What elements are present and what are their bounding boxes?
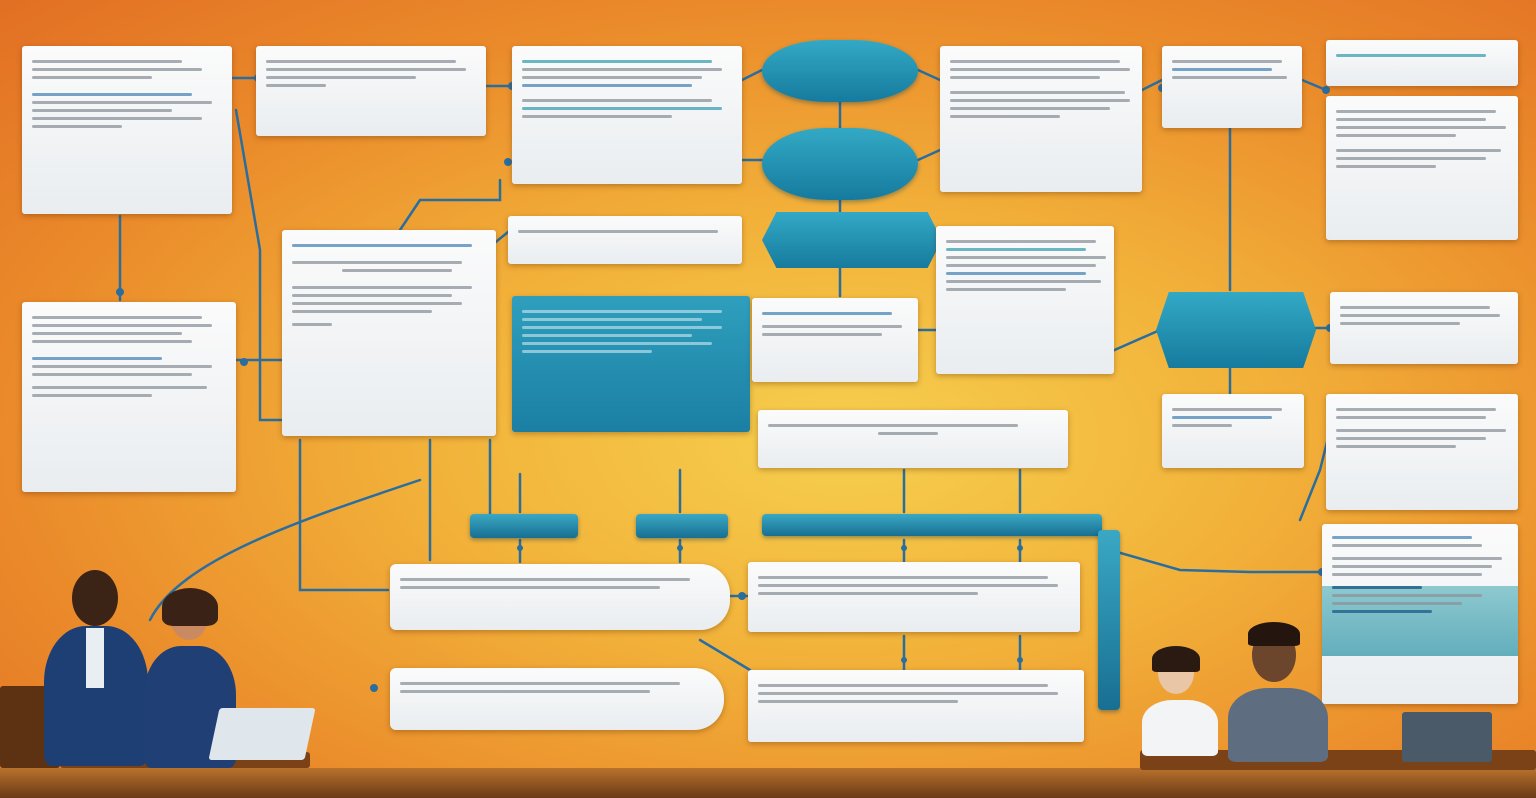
connector-node: [677, 545, 683, 551]
process-card: [1330, 292, 1518, 364]
decision-node: [762, 128, 918, 200]
process-card: [936, 226, 1114, 374]
process-card: [748, 562, 1080, 632]
process-card: [508, 216, 742, 264]
process-card: [1162, 394, 1304, 468]
connector-node: [1322, 86, 1330, 94]
process-card: [1322, 524, 1518, 704]
process-card: [22, 46, 232, 214]
process-card: [22, 302, 236, 492]
process-card: [282, 230, 496, 436]
connector: [234, 108, 284, 422]
connector-node: [504, 158, 512, 166]
connector-node: [370, 684, 378, 692]
connector: [916, 68, 942, 82]
process-card: [1162, 46, 1302, 128]
connector-node: [116, 288, 124, 296]
connector-node: [901, 545, 907, 551]
process-card: [1326, 394, 1518, 510]
process-card: [390, 564, 730, 630]
connector: [298, 438, 390, 592]
person-seated-woman: [1136, 646, 1226, 756]
process-bar: [1098, 530, 1120, 710]
process-card: [512, 46, 742, 184]
connector: [1140, 78, 1164, 92]
connector: [398, 178, 502, 232]
connector-node: [1017, 657, 1023, 663]
process-bar: [470, 514, 578, 538]
process-card: [758, 410, 1068, 468]
process-card: [940, 46, 1142, 192]
decision-node: [762, 40, 918, 102]
connector-node: [901, 657, 907, 663]
process-card: [1326, 96, 1518, 240]
person-presenter-man: [40, 566, 150, 766]
process-card: [748, 670, 1084, 742]
connector: [916, 148, 942, 162]
floor: [0, 768, 1536, 798]
process-card: [752, 298, 918, 382]
connector: [1300, 78, 1328, 92]
connector: [740, 68, 764, 82]
connector: [698, 638, 752, 672]
process-card: [1326, 40, 1518, 86]
decision-node: [762, 212, 942, 268]
connector: [1108, 328, 1162, 354]
connector-node: [240, 358, 248, 366]
process-bar: [762, 514, 1102, 536]
monitor-icon: [1402, 712, 1492, 762]
process-card: [512, 296, 750, 432]
connector: [1108, 548, 1324, 574]
connector-node: [1017, 545, 1023, 551]
connector-node: [517, 545, 523, 551]
connector-node: [738, 592, 746, 600]
person-seated-man: [1222, 622, 1332, 762]
process-bar: [636, 514, 728, 538]
decision-node: [1156, 292, 1316, 368]
laptop-icon: [208, 708, 316, 760]
process-card: [256, 46, 486, 136]
process-card: [390, 668, 724, 730]
